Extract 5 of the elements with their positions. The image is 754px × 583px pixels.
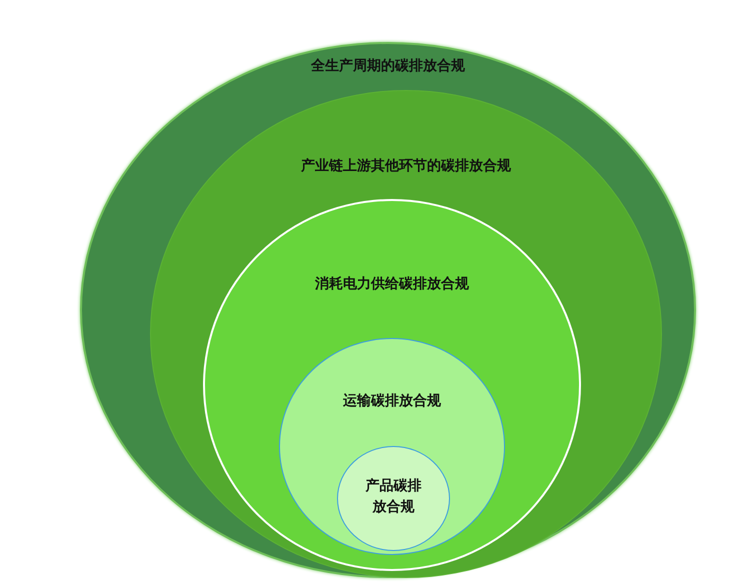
ellipse-label: 运输碳排放合规: [342, 392, 442, 411]
ellipse-label: 消耗电力供给碳排放合规: [314, 275, 470, 294]
ellipse-label: 产品碳排放合规: [364, 477, 422, 517]
ellipse-label: 产业链上游其他环节的碳排放合规: [300, 157, 512, 176]
ellipse-label: 全生产周期的碳排放合规: [310, 57, 466, 76]
